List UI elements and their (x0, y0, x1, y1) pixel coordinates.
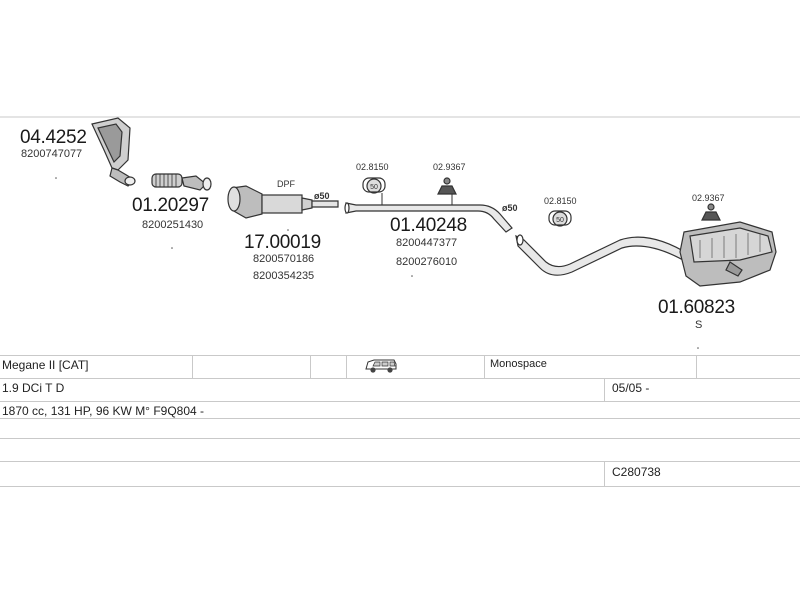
oem-number: 8200447377 (396, 237, 458, 249)
production-date: 05/05 - (612, 381, 650, 395)
clamp-code: 02.8150 (356, 162, 389, 172)
part-code[interactable]: 04.4252 (20, 127, 87, 148)
part-code[interactable]: 01.60823 (658, 297, 735, 318)
svg-text:50: 50 (370, 184, 378, 191)
middle-pipe-part[interactable] (344, 193, 513, 233)
reference-code: C280738 (612, 465, 661, 479)
catalyst-part[interactable] (91, 117, 136, 187)
part-code[interactable]: 01.40248 (390, 215, 467, 236)
part-suffix: S (695, 319, 703, 331)
rear-silencer-part[interactable] (515, 221, 777, 287)
dpf-tag: DPF (277, 179, 295, 189)
oem-number: 8200747077 (21, 148, 83, 160)
diameter-label: ø50 (314, 191, 330, 201)
body-type: Monospace (490, 358, 547, 370)
hanger-code: 02.9367 (433, 162, 466, 172)
vehicle-model: Megane II [CAT] (2, 358, 89, 372)
oem-number: 8200251430 (142, 219, 204, 231)
van-icon (364, 358, 398, 379)
flex-pipe-part[interactable] (151, 173, 212, 191)
diameter-label: ø50 (502, 203, 518, 213)
clamp-code: 02.8150 (544, 196, 577, 206)
hanger-icon[interactable] (437, 177, 457, 195)
oem-number: 8200570186 (253, 253, 315, 265)
hanger-code: 02.9367 (692, 193, 725, 203)
hanger-icon[interactable] (701, 203, 721, 221)
dpf-part[interactable] (227, 185, 339, 219)
engine-spec: 1870 cc, 131 HP, 96 KW M° F9Q804 - (2, 404, 205, 418)
part-code[interactable]: 01.20297 (132, 195, 209, 216)
part-code[interactable]: 17.00019 (244, 232, 321, 253)
clamp-icon[interactable]: 50 (548, 210, 572, 227)
clamp-icon[interactable]: 50 (362, 177, 386, 194)
oem-number: 8200276010 (396, 256, 458, 268)
oem-number: 8200354235 (253, 270, 315, 282)
engine: 1.9 DCi T D (2, 381, 65, 395)
svg-text:50: 50 (556, 217, 564, 224)
